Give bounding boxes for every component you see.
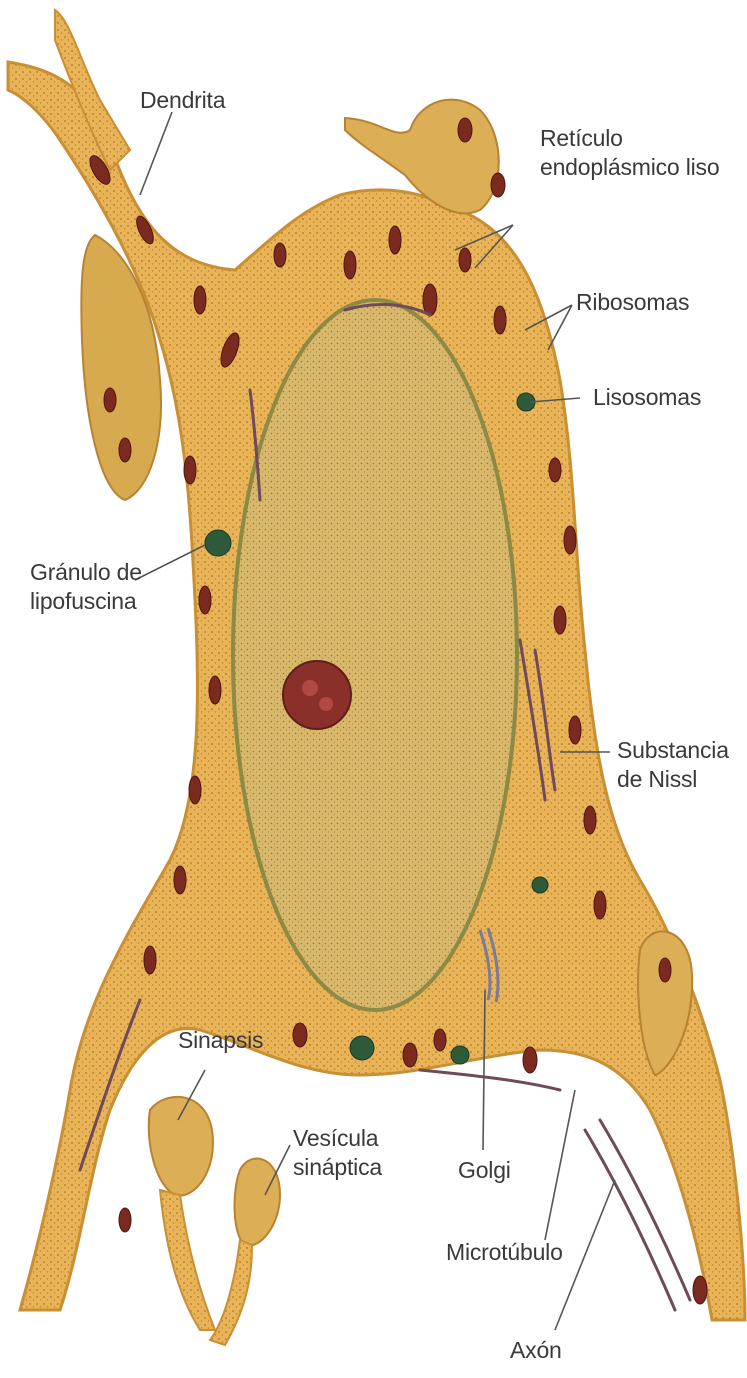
- label-golgi: Golgi: [458, 1156, 511, 1185]
- label-ribosomas: Ribosomas: [576, 288, 689, 317]
- nucleus: [233, 300, 517, 1010]
- label-dendrita: Dendrita: [140, 86, 225, 115]
- label-vesicula-sinaptica: Vesícula sináptica: [293, 1124, 382, 1182]
- label-sinapsis: Sinapsis: [178, 1026, 263, 1055]
- label-lisosomas: Lisosomas: [593, 383, 701, 412]
- label-microtubulo: Microtúbulo: [446, 1238, 563, 1267]
- label-substancia-nissl: Substancia de Nissl: [617, 736, 729, 794]
- label-reticulo-endoplasmico: Retículo endoplásmico liso: [540, 124, 719, 182]
- label-granulo-lipofuscina: Gránulo de lipofuscina: [30, 558, 142, 616]
- label-axon: Axón: [510, 1336, 562, 1365]
